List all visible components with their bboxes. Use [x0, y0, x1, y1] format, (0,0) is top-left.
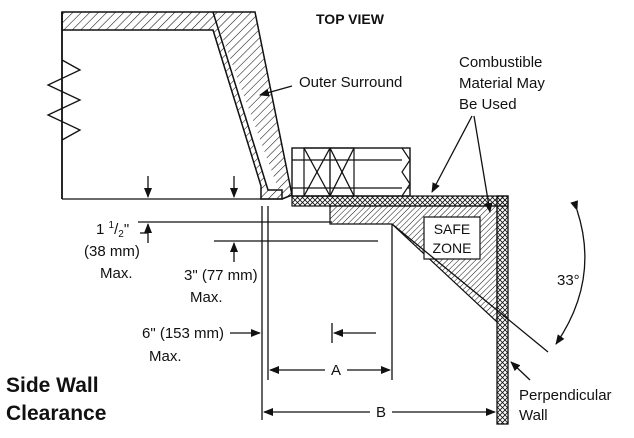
perpendicular-wall	[496, 195, 509, 425]
angle-arc	[555, 200, 586, 345]
framing-box	[291, 147, 411, 197]
safe-zone-box	[423, 216, 481, 260]
break-line	[46, 59, 82, 141]
dim-3-value: 3" (77 mm)	[184, 267, 258, 284]
combustible-label-1: Combustible	[459, 54, 542, 71]
perpendicular-label-1: Perpendicular	[519, 387, 612, 404]
dim-6-max: Max.	[149, 348, 182, 365]
perpendicular-leader	[510, 361, 531, 381]
view-title: TOP VIEW	[316, 11, 385, 27]
caption-line-1: Side Wall	[6, 374, 99, 397]
angle-label: 33°	[557, 272, 580, 289]
dim-6-value: 6" (153 mm)	[142, 325, 224, 342]
dim-b-label: B	[376, 404, 386, 421]
dim-1-5-max: Max.	[100, 265, 133, 282]
outer-surround-label: Outer Surround	[299, 74, 402, 91]
dim-1-5-value: 1 1/2"	[96, 220, 129, 240]
combustible-leader-2	[473, 115, 493, 213]
combustible-leader-1	[431, 115, 473, 193]
safe-zone-label-1: SAFE	[434, 221, 471, 237]
outer-surround-shape	[61, 11, 293, 200]
combustible-label-3: Be Used	[459, 96, 517, 113]
dim-a-label: A	[331, 362, 341, 379]
combustible-label-2: Material May	[459, 75, 545, 92]
combustible-strip	[291, 195, 509, 207]
dim-1-5-metric: (38 mm)	[84, 243, 140, 260]
caption-line-2: Clearance	[6, 402, 106, 425]
angle-line	[391, 223, 549, 353]
dim-3-max: Max.	[190, 289, 223, 306]
outer-surround-leader	[259, 85, 293, 97]
perpendicular-label-2: Wall	[519, 407, 548, 424]
safe-zone-label-2: ZONE	[433, 240, 472, 256]
